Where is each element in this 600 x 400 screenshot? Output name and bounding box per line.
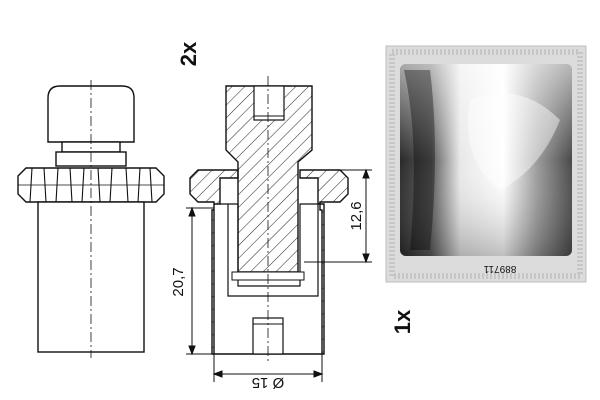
pin-exterior-view (17, 80, 165, 358)
dim-diameter-label: Ø 15 (252, 374, 285, 391)
quantity-pins-label: 2x (176, 41, 201, 66)
dim-height-label: 20,7 (170, 267, 187, 296)
sachet-code-label: 889711 (483, 263, 516, 274)
quantity-sachet-label: 1x (390, 309, 415, 334)
dim-depth-label: 12,6 (348, 201, 365, 230)
grease-sachet-image: 889711 (385, 45, 587, 283)
dimension-lines (186, 168, 372, 382)
pin-cross-section (189, 76, 349, 362)
